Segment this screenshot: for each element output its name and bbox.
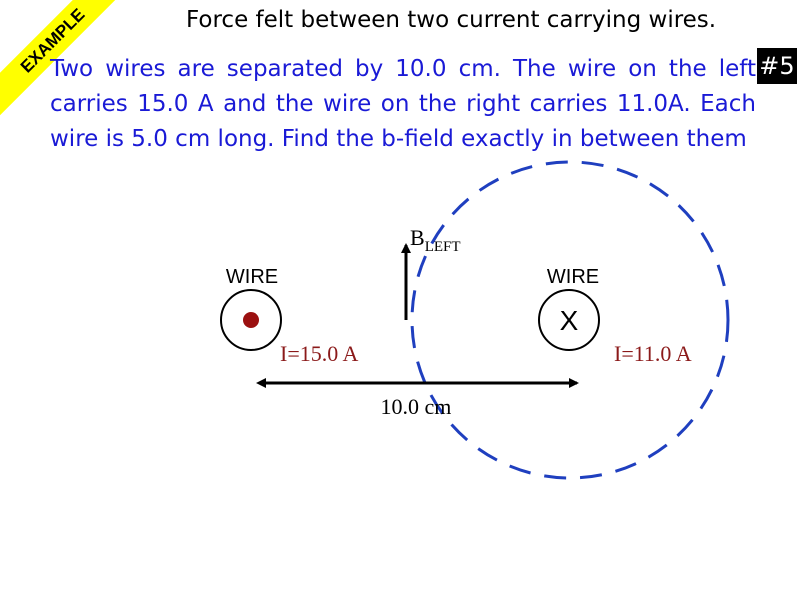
field-vector-subscript: LEFT <box>425 239 461 255</box>
field-vector-letter: B <box>410 225 425 250</box>
problem-statement: Two wires are separated by 10.0 cm. The … <box>50 56 756 152</box>
right-wire-circle <box>538 289 600 351</box>
right-wire-label: WIRE <box>547 266 599 288</box>
field-vector-label: BLEFT <box>410 225 461 255</box>
left-current-label: I=15.0 A <box>280 341 359 366</box>
right-wire-current-x-icon: X <box>560 305 579 336</box>
field-circle <box>410 160 730 480</box>
left-wire-label: WIRE <box>226 266 278 288</box>
right-current-label: I=11.0 A <box>614 341 692 366</box>
left-wire-current-dot-icon <box>243 312 259 328</box>
problem-number-badge: #5 <box>757 48 797 84</box>
slide-title: Force felt between two current carrying … <box>186 7 717 33</box>
separation-label: 10.0 cm <box>381 394 452 419</box>
